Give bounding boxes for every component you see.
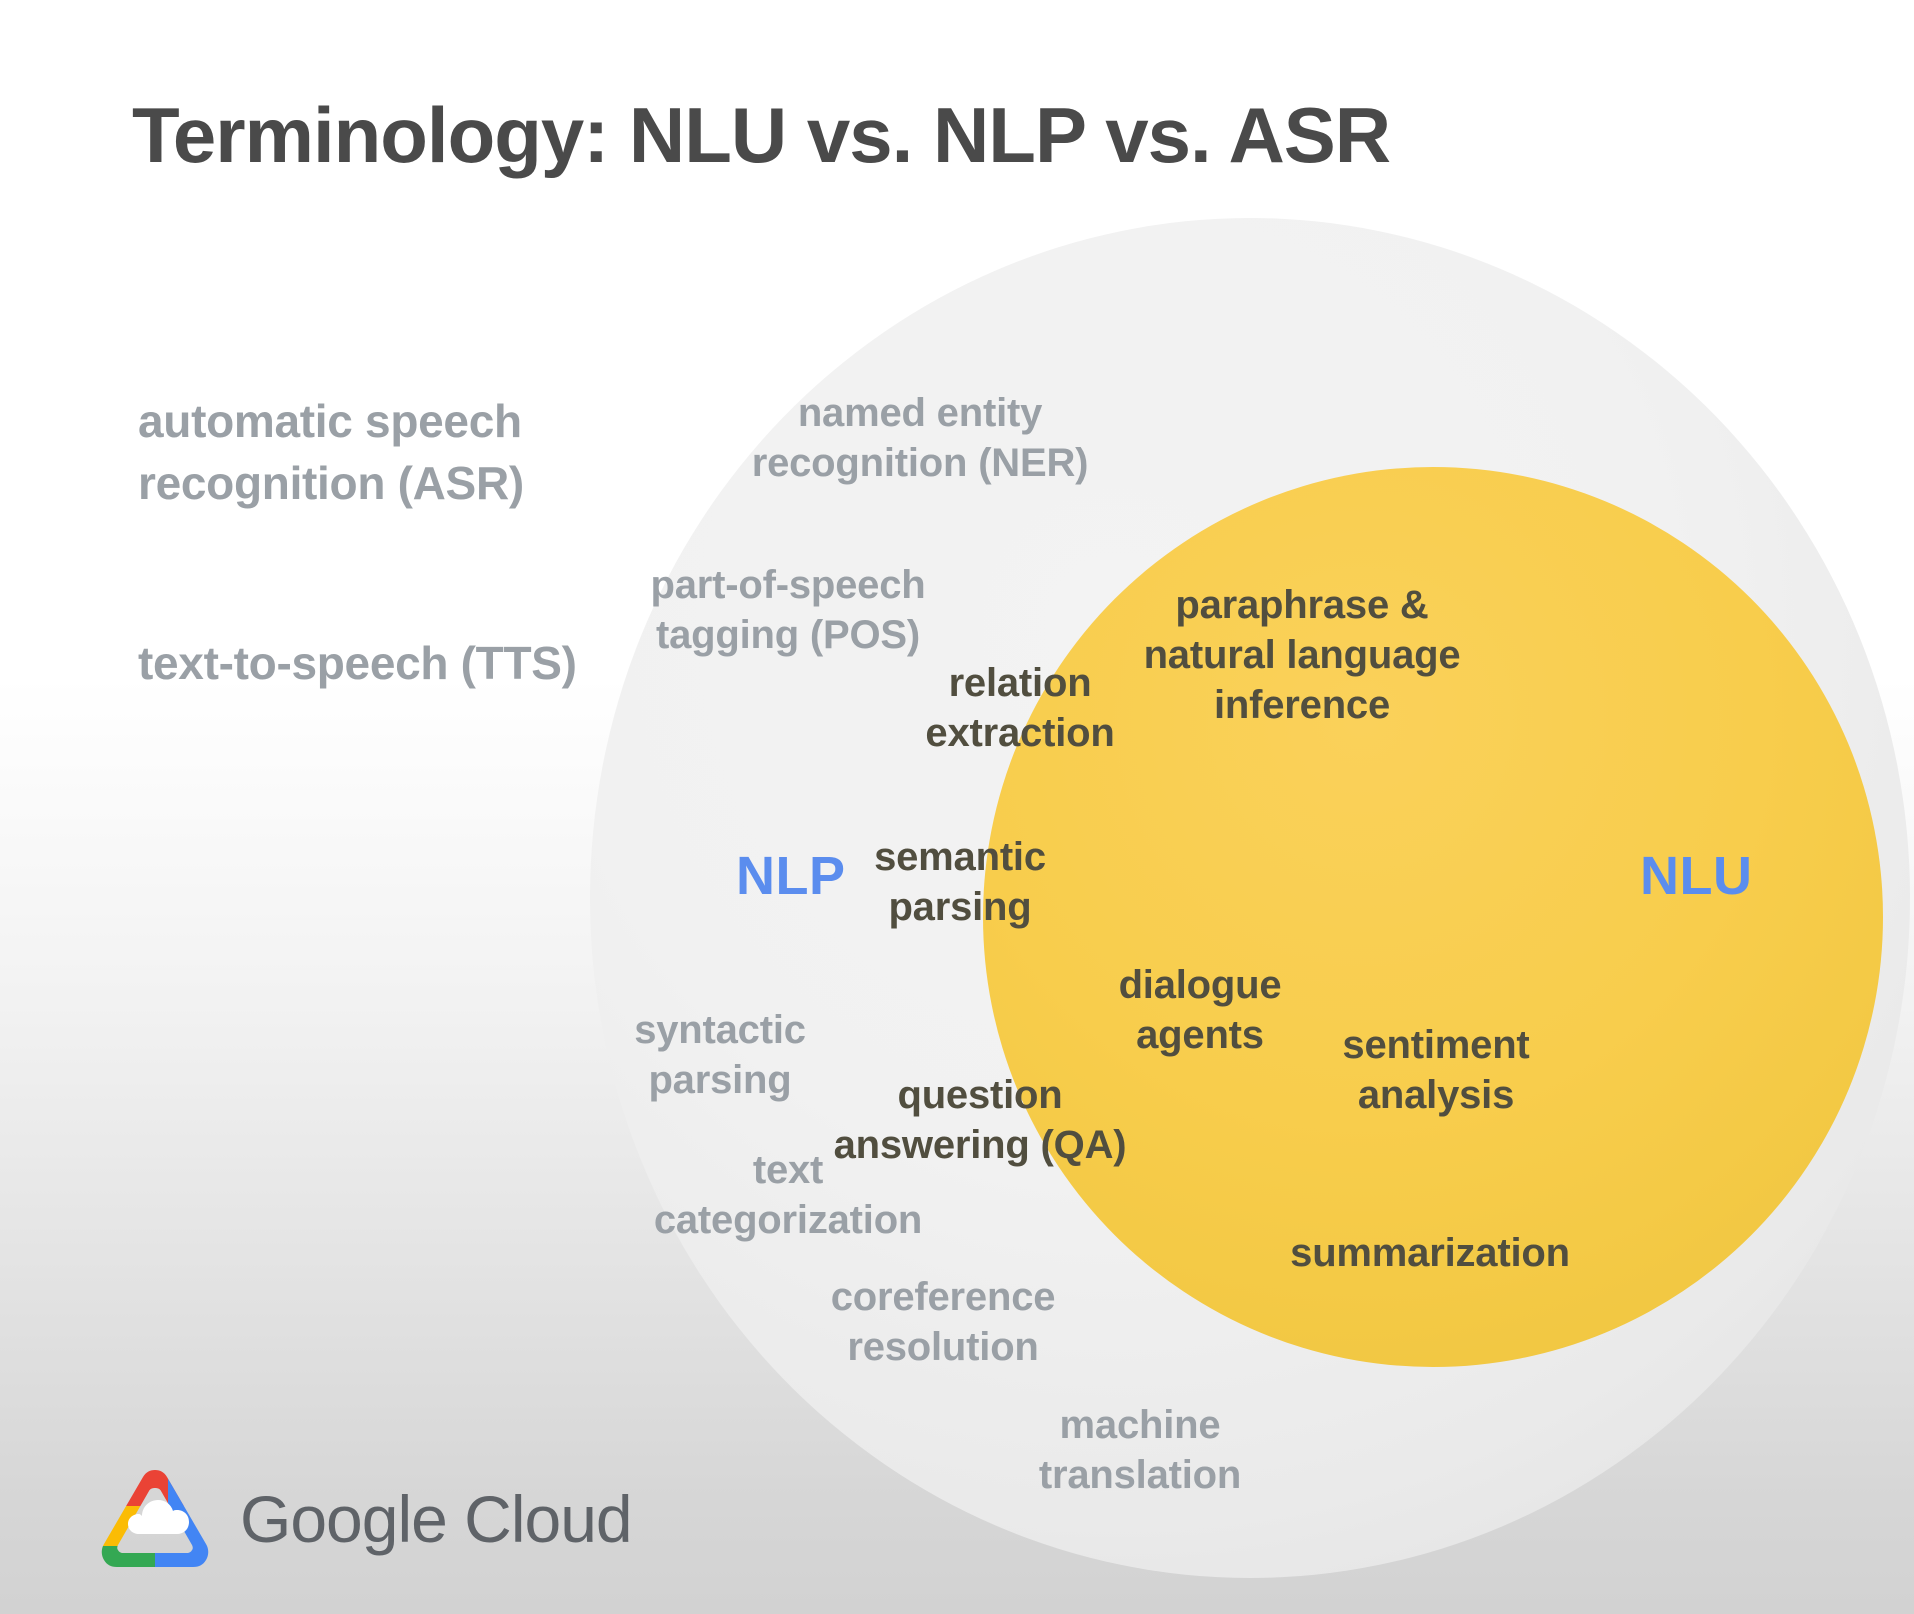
term-summarization: summarization: [1290, 1231, 1570, 1275]
left-note-asr: automatic speech recognition (ASR): [138, 395, 524, 510]
page-title: Terminology: NLU vs. NLP vs. ASR: [132, 91, 1391, 179]
left-note-tts: text-to-speech (TTS): [138, 637, 577, 689]
google-cloud-mark-icon: [101, 1470, 209, 1567]
cloud-shape-icon: [128, 1500, 189, 1534]
google-cloud-logo: Google Cloud: [96, 1466, 633, 1572]
google-cloud-wordmark: Google Cloud: [240, 1482, 633, 1556]
venn-circle-nlu: [983, 467, 1883, 1367]
venn-label-nlp: NLP: [736, 846, 846, 906]
venn-label-nlu: NLU: [1640, 846, 1753, 906]
